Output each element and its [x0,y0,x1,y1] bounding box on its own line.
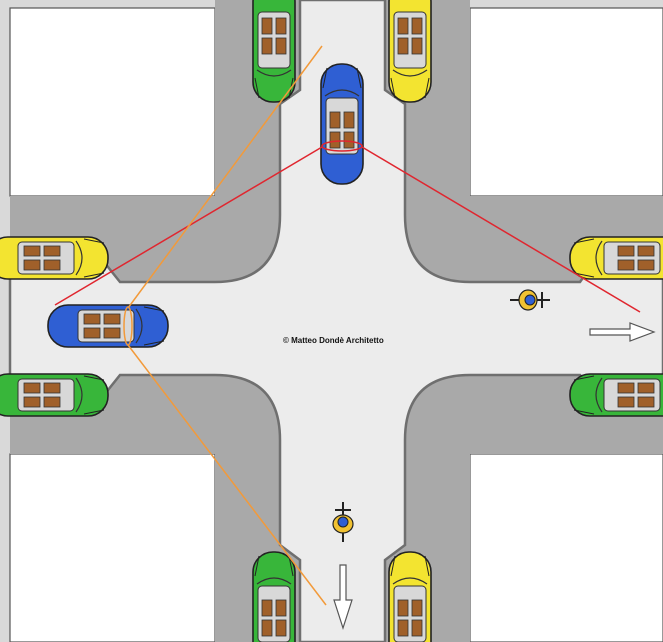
sight-point-marker [123,306,133,346]
blue-car-eastbound-icon [47,304,169,348]
yellow-parked-car-icon [388,551,432,642]
yellow-parked-car-icon [569,236,663,280]
yellow-parked-car-icon [388,0,432,103]
green-parked-car-icon [0,373,109,417]
arrow-east-icon [589,322,656,342]
blue-car-northbound-icon [320,63,364,185]
green-parked-car-icon [569,373,663,417]
sight-line-orange [127,344,327,606]
green-parked-car-icon [252,0,296,103]
sight-line-orange [127,45,323,309]
credit-label: © Matteo Dondè Architetto [283,336,384,345]
block-bottom-right [469,453,663,642]
sight-point-marker [321,140,363,152]
block-top-left [9,7,216,197]
arrow-south-icon [333,564,353,630]
block-bottom-left [9,453,216,642]
road-surface [8,0,663,642]
block-top-right [469,7,663,197]
green-parked-car-icon [252,551,296,642]
sight-line-red [361,146,641,313]
yellow-parked-car-icon [0,236,109,280]
